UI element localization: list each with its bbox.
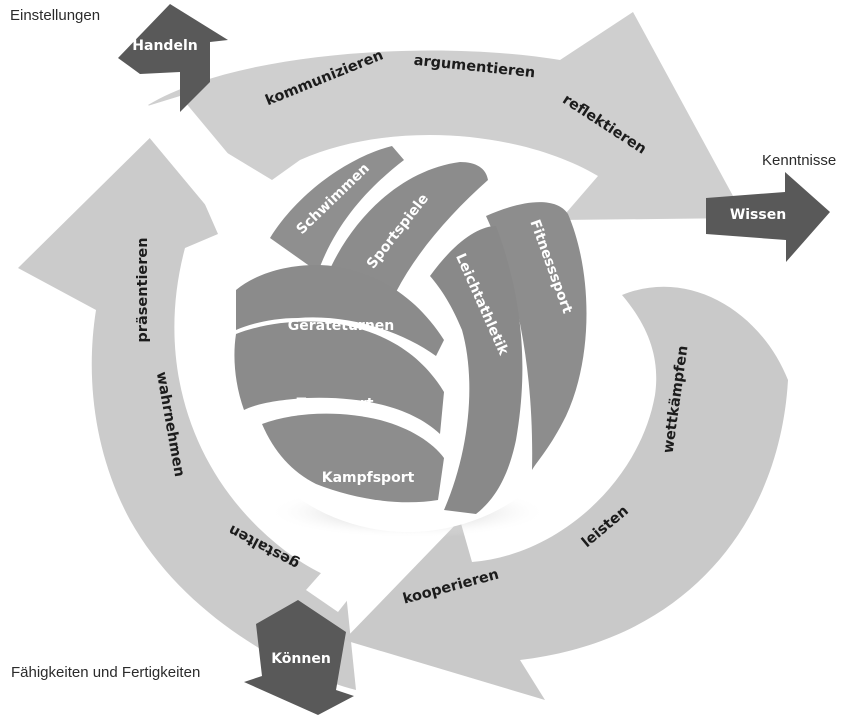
- panel-fitnesssport: [486, 202, 587, 470]
- verb-praesentieren: präsentieren: [135, 237, 151, 342]
- panel-tanzsport: [234, 321, 444, 434]
- label-koennen: Können: [271, 651, 331, 667]
- right-cycle-arrow: [344, 286, 788, 700]
- handeln-arrow: [118, 4, 228, 112]
- panel-geraeteturnen: [236, 265, 444, 356]
- output-arrows: [118, 4, 830, 715]
- wissen-arrow: [706, 172, 830, 262]
- sport-geraeteturnen: Geräteturnen: [288, 318, 395, 334]
- label-wissen: Wissen: [730, 207, 786, 223]
- top-cycle-arrow: [148, 12, 745, 220]
- handeln-band: [128, 96, 300, 256]
- corner-kenntnisse: Kenntnisse: [762, 152, 837, 169]
- panel-schwimmen: [270, 146, 404, 272]
- panel-leichtathletik: [430, 226, 523, 514]
- label-handeln: Handeln: [132, 38, 197, 54]
- koennen-band: [306, 520, 395, 612]
- panel-sportspiele: [326, 162, 488, 292]
- sport-tanzsport: Tanzsport: [297, 396, 374, 412]
- volleyball: [214, 144, 602, 538]
- corner-faehigkeiten: Fähigkeiten und Fertigkeiten: [11, 664, 201, 681]
- panel-kampfsport: [262, 413, 444, 503]
- output-labels: Handeln Wissen Können: [132, 38, 786, 667]
- sport-kampfsport: Kampfsport: [322, 470, 415, 486]
- cycle-arrows: [18, 12, 788, 700]
- left-cycle-arrow: [18, 120, 356, 690]
- corner-einstellungen: Einstellungen: [10, 7, 101, 24]
- koennen-arrow: [244, 600, 354, 715]
